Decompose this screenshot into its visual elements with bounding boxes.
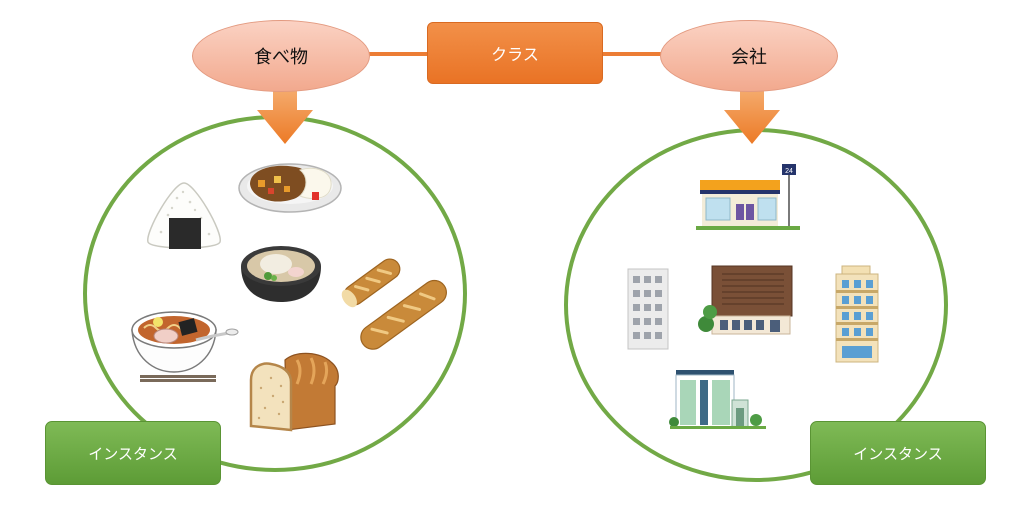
brick-building-icon bbox=[698, 265, 793, 335]
office-building-icon bbox=[627, 268, 669, 350]
arrow-down-left-icon bbox=[257, 82, 313, 144]
bread-loaf-icon bbox=[249, 352, 339, 432]
food-class-label: 食べ物 bbox=[254, 47, 308, 68]
curry-rice-icon bbox=[238, 163, 342, 213]
right-instance-label: インスタンス bbox=[853, 444, 943, 463]
left-instance-label: インスタンス bbox=[88, 444, 178, 463]
left-instance-box: インスタンス bbox=[45, 421, 221, 485]
ramen-icon bbox=[131, 311, 239, 382]
right-instance-box: インスタンス bbox=[810, 421, 986, 485]
convenience-store-icon: 24 bbox=[696, 164, 800, 230]
class-label: クラス bbox=[491, 45, 539, 64]
onigiri-icon bbox=[147, 182, 221, 249]
soup-bowl-icon bbox=[241, 246, 321, 302]
class-box: クラス bbox=[427, 22, 603, 84]
baguette-icon bbox=[341, 258, 447, 350]
company-class-ellipse: 会社 bbox=[660, 20, 838, 92]
apartment-building-icon bbox=[835, 265, 879, 363]
company-class-label: 会社 bbox=[731, 47, 767, 68]
connector-left bbox=[368, 52, 430, 56]
connector-right bbox=[602, 52, 662, 56]
arrow-down-right-icon bbox=[724, 82, 780, 144]
store-sign-text: 24 bbox=[785, 168, 793, 175]
small-office-icon bbox=[669, 370, 766, 429]
food-class-ellipse: 食べ物 bbox=[192, 20, 370, 92]
